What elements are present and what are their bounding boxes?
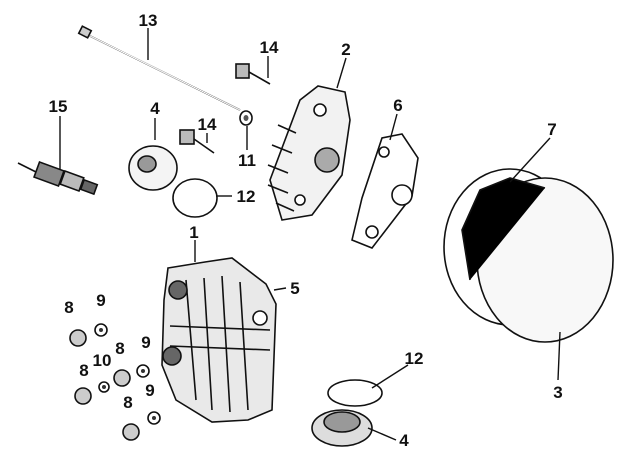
part-oring-12-upper [172, 178, 218, 218]
part-bolt-14-lower [179, 129, 215, 154]
label-1: 1 [189, 223, 198, 242]
label-8-c: 8 [79, 361, 88, 380]
part-head-cover-1 [161, 257, 277, 423]
label-5: 5 [290, 279, 299, 298]
label-7: 7 [547, 120, 556, 139]
label-8-d: 8 [123, 393, 132, 412]
label-4-upper: 4 [150, 99, 160, 118]
part-gasket-6 [351, 133, 419, 249]
label-10: 10 [93, 351, 112, 370]
label-9-a: 9 [96, 291, 105, 310]
label-8-a: 8 [64, 298, 73, 317]
label-14-upper: 14 [260, 38, 279, 57]
leader-lines [59, 28, 561, 441]
part-nut-8-d [122, 423, 140, 441]
part-stud-bolt-13 [77, 25, 241, 111]
part-washer-9-a [94, 323, 108, 337]
label-14-lower: 14 [198, 115, 217, 134]
part-washer-10 [98, 381, 110, 393]
part-cap-4-lower [311, 409, 373, 447]
label-9-c: 9 [145, 381, 154, 400]
part-nut-8-a [69, 329, 87, 347]
label-3: 3 [553, 383, 562, 402]
label-13: 13 [139, 11, 158, 30]
label-12-lower: 12 [405, 349, 424, 368]
part-nut-8-c [74, 387, 92, 405]
label-15: 15 [49, 97, 68, 116]
part-cylinder-head-2 [267, 85, 351, 221]
part-oring-12-lower [327, 379, 383, 407]
label-9-b: 9 [141, 333, 150, 352]
callout-labels: 13 14 2 4 14 6 11 12 15 7 1 5 3 12 4 8 9… [49, 11, 563, 450]
label-4-lower: 4 [399, 431, 409, 450]
label-12-upper: 12 [237, 187, 256, 206]
part-cap-4-upper [128, 145, 178, 191]
part-washer-9-c [147, 411, 161, 425]
part-bolt-14-upper [235, 63, 271, 85]
label-8-b: 8 [115, 339, 124, 358]
part-nut-8-b [113, 369, 131, 387]
label-6: 6 [393, 96, 402, 115]
part-washer-11 [239, 110, 253, 126]
label-2: 2 [341, 40, 350, 59]
part-washer-9-b [136, 364, 150, 378]
label-11: 11 [238, 151, 256, 170]
part-gasket-7 [461, 177, 546, 281]
part-spark-plug-15 [17, 161, 99, 196]
